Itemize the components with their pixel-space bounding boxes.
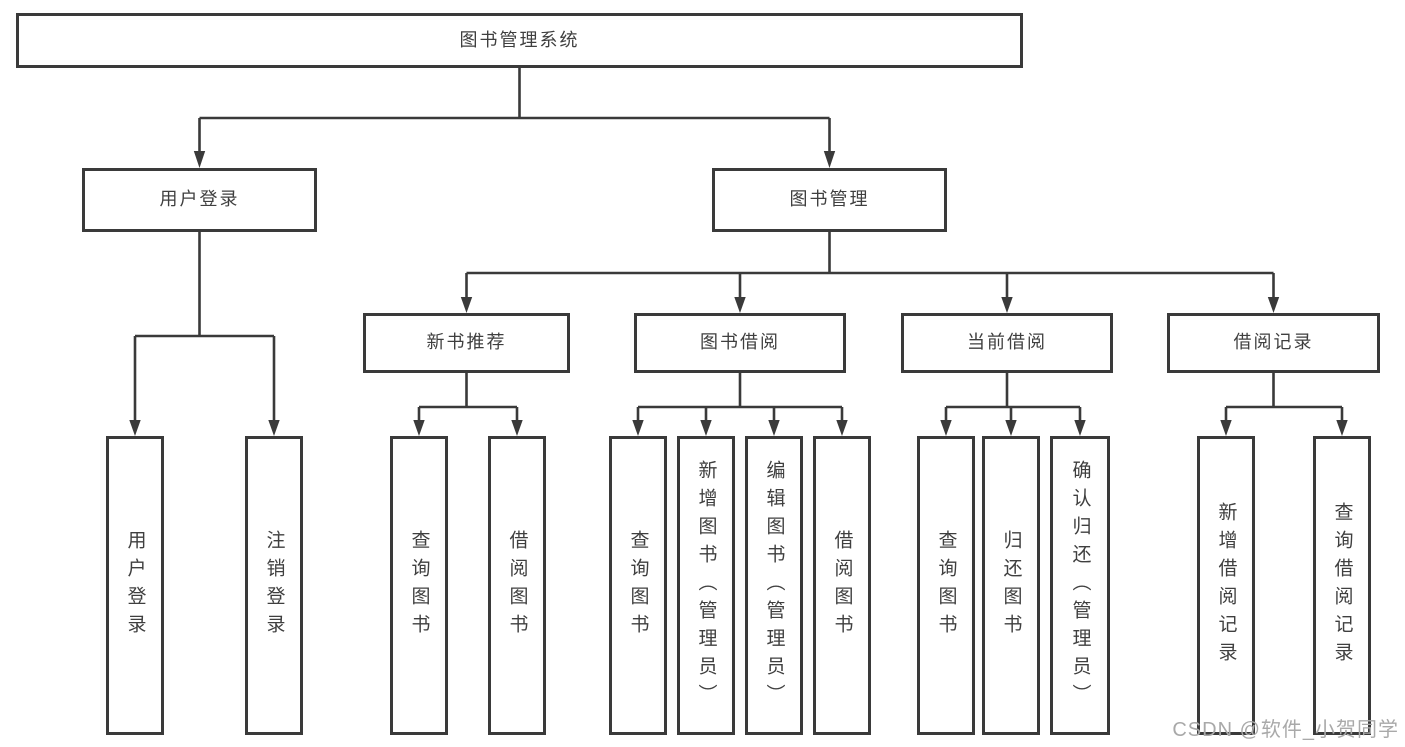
arrowhead xyxy=(940,420,952,436)
leaf-borrow-books: 借阅图书 xyxy=(813,436,871,735)
leaf-add-borrow-record: 新增借阅记录 xyxy=(1197,436,1255,735)
arrowhead xyxy=(768,420,780,436)
arrowhead xyxy=(1005,420,1017,436)
node-book-management: 图书管理 xyxy=(712,168,947,232)
arrowhead xyxy=(268,420,280,436)
arrowhead xyxy=(823,151,836,168)
arrowhead xyxy=(511,420,523,436)
connector-current-borrow-group xyxy=(940,373,1086,436)
arrowhead xyxy=(1267,297,1280,313)
leaf-return-book: 归还图书 xyxy=(982,436,1040,735)
arrowhead xyxy=(700,420,712,436)
leaf-edit-book-admin: 编辑图书（管理员） xyxy=(745,436,803,735)
leaf-query-books-recommend: 查询图书 xyxy=(390,436,448,735)
leaf-add-book-admin: 新增图书（管理员） xyxy=(677,436,735,735)
leaf-confirm-return-admin: 确认归还（管理员） xyxy=(1050,436,1110,735)
csdn-watermark: CSDN @软件_小贺同学 xyxy=(1172,719,1399,741)
leaf-query-books-borrow: 查询图书 xyxy=(609,436,667,735)
node-current-borrow: 当前借阅 xyxy=(901,313,1113,373)
arrowhead xyxy=(836,420,848,436)
node-root-system: 图书管理系统 xyxy=(16,13,1023,68)
connector-root-to-level2 xyxy=(193,68,836,168)
arrowhead xyxy=(1074,420,1086,436)
arrowhead xyxy=(193,151,206,168)
node-borrow-records: 借阅记录 xyxy=(1167,313,1380,373)
leaf-logout: 注销登录 xyxy=(245,436,303,735)
node-book-borrow: 图书借阅 xyxy=(634,313,846,373)
arrowhead xyxy=(632,420,644,436)
arrowhead xyxy=(1220,420,1232,436)
leaf-query-borrow-record: 查询借阅记录 xyxy=(1313,436,1371,735)
arrowhead xyxy=(460,297,473,313)
node-new-book-recommend: 新书推荐 xyxy=(363,313,570,373)
connector-book-borrow-group xyxy=(632,373,848,436)
connector-new-book-group xyxy=(413,373,523,436)
arrowhead xyxy=(413,420,425,436)
connector-book-management-group xyxy=(460,232,1280,313)
leaf-borrow-books-recommend: 借阅图书 xyxy=(488,436,546,735)
connector-user-login-group xyxy=(129,232,280,436)
node-user-login: 用户登录 xyxy=(82,168,317,232)
arrowhead xyxy=(129,420,141,436)
arrowhead xyxy=(1336,420,1348,436)
leaf-user-login: 用户登录 xyxy=(106,436,164,735)
arrowhead xyxy=(734,297,746,313)
connector-borrow-records-group xyxy=(1220,373,1348,436)
arrowhead xyxy=(1001,297,1013,313)
leaf-query-books-current: 查询图书 xyxy=(917,436,975,735)
